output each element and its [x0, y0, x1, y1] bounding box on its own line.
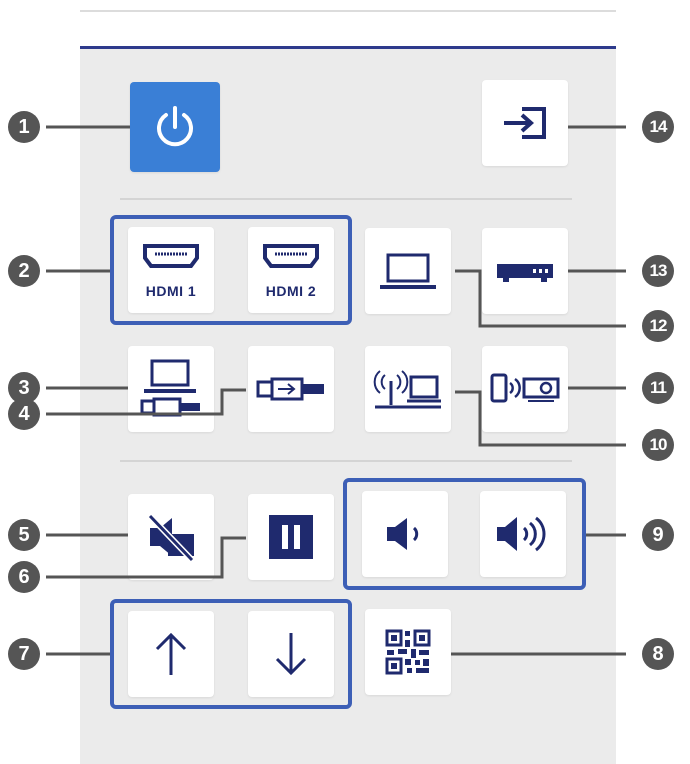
freeze-button[interactable]: [248, 494, 334, 580]
volume-up-button[interactable]: [480, 491, 566, 577]
page-group-frame: [110, 599, 352, 709]
callout-7: 7: [8, 638, 40, 670]
callout-1: 1: [8, 111, 40, 143]
volume-group-frame: [343, 478, 586, 590]
av-device-icon: [497, 264, 553, 282]
source-search-icon: [504, 107, 546, 139]
panel-header-bar: [80, 46, 616, 49]
callout-8: 8: [642, 638, 674, 670]
network-button[interactable]: [365, 346, 451, 432]
hdmi1-label: HDMI 1: [145, 283, 197, 299]
top-divider: [80, 10, 616, 12]
pause-icon: [269, 515, 313, 559]
separator-top: [120, 198, 572, 200]
callout-5: 5: [8, 519, 40, 551]
mirroring-icon: [490, 373, 560, 403]
computer-button[interactable]: [365, 228, 451, 314]
speaker-low-icon: [387, 518, 419, 550]
callout-11: 11: [642, 372, 674, 404]
screen-mirroring-button[interactable]: [482, 346, 568, 432]
speaker-high-icon: [497, 516, 546, 552]
arrow-up-icon: [155, 632, 187, 675]
volume-down-button[interactable]: [362, 491, 448, 577]
av-mute-icon: [147, 513, 195, 563]
separator-middle: [120, 460, 572, 462]
hdmi1-button[interactable]: HDMI 1: [128, 227, 214, 313]
source-search-button[interactable]: [482, 80, 568, 166]
callout-14: 14: [642, 111, 674, 143]
page-up-button[interactable]: [128, 611, 214, 697]
page-down-button[interactable]: [248, 611, 334, 697]
hdmi-port-icon: [263, 244, 319, 268]
callout-10: 10: [642, 429, 674, 461]
av-device-button[interactable]: [482, 228, 568, 314]
laptop-icon: [380, 253, 436, 289]
av-mute-button[interactable]: [128, 494, 214, 580]
callout-13: 13: [642, 255, 674, 287]
callout-2: 2: [8, 255, 40, 287]
callout-6: 6: [8, 561, 40, 593]
usb-device-button[interactable]: [248, 346, 334, 432]
hdmi-port-icon: [143, 244, 199, 268]
arrow-down-icon: [275, 633, 307, 676]
power-icon: [157, 106, 193, 147]
hdmi-group-frame: [110, 215, 352, 325]
hdmi2-button[interactable]: HDMI 2: [248, 227, 334, 313]
callout-12: 12: [642, 310, 674, 342]
qr-code-button[interactable]: [365, 609, 451, 695]
qr-code-icon: [385, 629, 431, 675]
wireless-laptop-icon: [373, 370, 441, 409]
callout-4: 4: [8, 398, 40, 430]
power-button[interactable]: [130, 82, 220, 172]
usb-plug-icon: [256, 377, 324, 401]
hdmi2-label: HDMI 2: [265, 283, 317, 299]
callout-9: 9: [642, 519, 674, 551]
